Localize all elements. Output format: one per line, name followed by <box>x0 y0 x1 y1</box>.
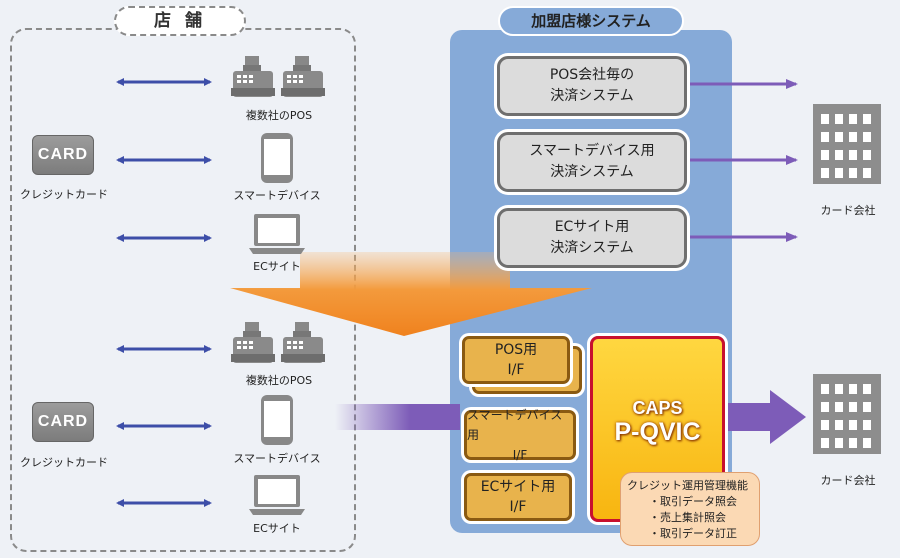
credit-management-box: クレジット運用管理機能 ・取引データ照会 ・売上集計照会 ・取引データ訂正 <box>620 472 760 546</box>
ec-site-interface-box: ECサイト用 I/F <box>464 473 572 521</box>
interface-line2: I/F <box>509 499 527 515</box>
smart-device-interface-box: スマートデバイス用 I/F <box>464 408 576 462</box>
system-line1: POS会社毎の <box>549 67 635 83</box>
transition-arrow <box>230 252 592 336</box>
management-item: ・取引データ訂正 <box>649 527 737 540</box>
system-line2: 決済システム <box>550 88 634 104</box>
payment-system-ec-site: ECサイト用 決済システム <box>497 208 687 268</box>
store-title: 店 舗 <box>114 6 246 36</box>
smart-device-label: スマートデバイス <box>233 189 321 202</box>
management-item: ・取引データ照会 <box>649 495 737 508</box>
management-item: ・売上集計照会 <box>649 511 726 524</box>
merchant-system-title: 加盟店様システム <box>498 6 684 36</box>
management-title: クレジット運用管理機能 <box>627 479 748 492</box>
credit-card-icon: CARD <box>32 135 94 175</box>
card-company-label: カード会社 <box>820 474 876 487</box>
pos-label: 複数社のPOS <box>245 374 313 387</box>
building-icon <box>813 104 881 184</box>
system-line2: 決済システム <box>550 240 634 256</box>
payment-system-smart-device: スマートデバイス用 決済システム <box>497 132 687 192</box>
building-icon <box>813 374 881 454</box>
pqvic-title: P-QVIC <box>614 418 701 446</box>
pos-label: 複数社のPOS <box>245 109 313 122</box>
credit-card-icon: CARD <box>32 402 94 442</box>
system-line2: 決済システム <box>550 164 634 180</box>
credit-card-label: クレジットカード <box>20 456 108 469</box>
credit-card-label: クレジットカード <box>20 188 108 201</box>
system-line1: ECサイト用 <box>554 219 630 235</box>
payment-system-pos: POS会社毎の 決済システム <box>497 56 687 116</box>
system-line1: スマートデバイス用 <box>529 143 655 159</box>
ec-site-label: ECサイト <box>253 260 301 273</box>
fat-arrow-into-interfaces <box>335 404 460 430</box>
interface-line1: ECサイト用 <box>480 479 556 495</box>
interface-line2: I/F <box>512 448 528 462</box>
ec-site-label: ECサイト <box>253 522 301 535</box>
interface-line1: POS用 <box>494 342 538 358</box>
card-company-label: カード会社 <box>820 204 876 217</box>
interface-line1: スマートデバイス用 <box>467 408 563 442</box>
caps-title: CAPS <box>632 398 683 418</box>
fat-arrow-to-card-company <box>728 390 806 444</box>
pos-interface-box: POS用 I/F <box>462 336 570 384</box>
smart-device-label: スマートデバイス <box>233 452 321 465</box>
interface-line2: I/F <box>507 362 525 378</box>
